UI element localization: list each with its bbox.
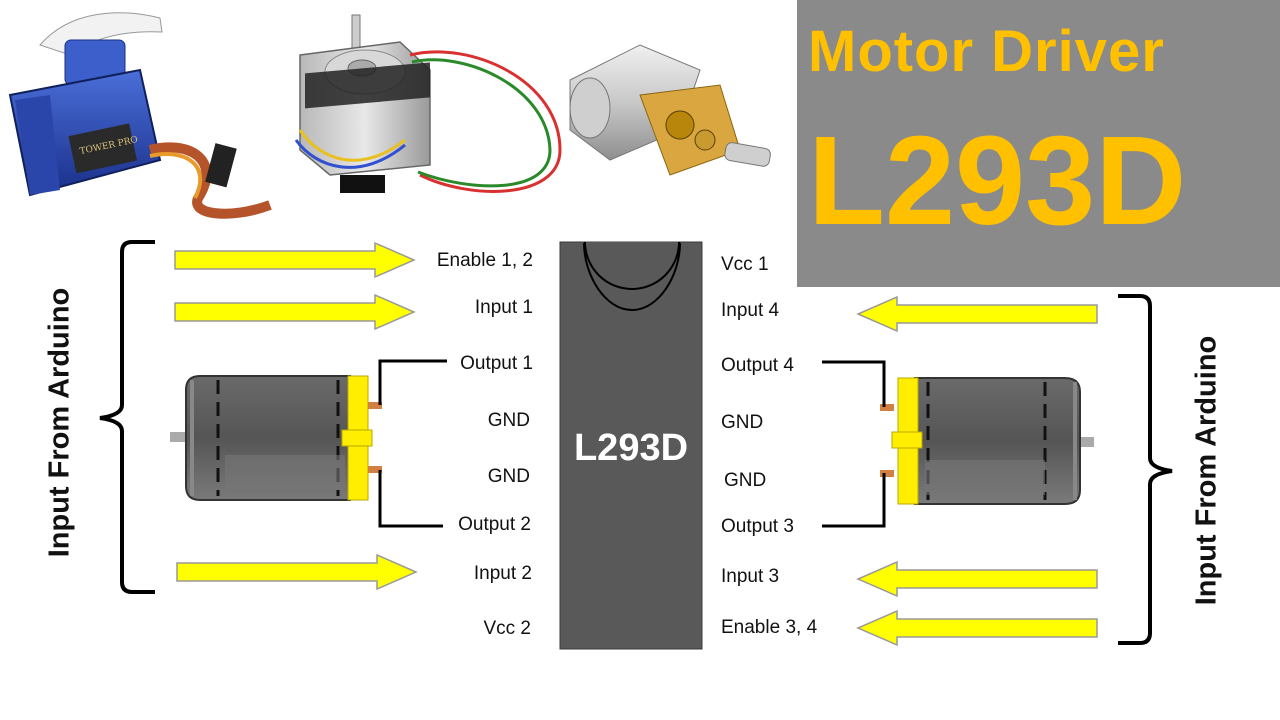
pin-label-gnd-r2: GND <box>724 470 766 492</box>
stepper-motor-image <box>296 15 560 193</box>
pin-label-output2: Output 2 <box>331 514 531 536</box>
pin-label-input4: Input 4 <box>721 300 779 322</box>
pin-label-input3: Input 3 <box>721 566 779 588</box>
pin-label-input2: Input 2 <box>332 563 532 585</box>
pin-label-gnd-l1: GND <box>330 410 530 432</box>
servo-motor-image: TOWER PRO <box>10 13 270 214</box>
right-dc-motor <box>822 362 1094 526</box>
pin-label-output3: Output 3 <box>721 516 794 538</box>
pin-label-vcc1: Vcc 1 <box>721 254 769 276</box>
chip-label: L293D <box>560 427 702 470</box>
left-side-label: Input From Arduino <box>44 263 77 583</box>
right-bracket <box>1118 296 1172 643</box>
pin-label-output4: Output 4 <box>721 355 794 377</box>
pin-label-output1: Output 1 <box>333 353 533 375</box>
pin-label-gnd-r1: GND <box>721 412 763 434</box>
arrow-enable34 <box>858 611 1097 645</box>
pin-label-enable12: Enable 1, 2 <box>333 250 533 272</box>
geared-motor-image <box>570 45 771 175</box>
l293d-chip <box>560 195 702 649</box>
arrow-input4 <box>858 297 1097 331</box>
left-bracket <box>100 242 155 592</box>
left-dc-motor <box>170 361 447 526</box>
pin-label-gnd-l2: GND <box>330 466 530 488</box>
pin-label-enable34: Enable 3, 4 <box>721 617 817 639</box>
arrow-input3 <box>858 562 1097 596</box>
pin-label-input1: Input 1 <box>333 297 533 319</box>
pin-label-vcc2: Vcc 2 <box>331 618 531 640</box>
right-side-label: Input From Arduino <box>1191 311 1224 631</box>
